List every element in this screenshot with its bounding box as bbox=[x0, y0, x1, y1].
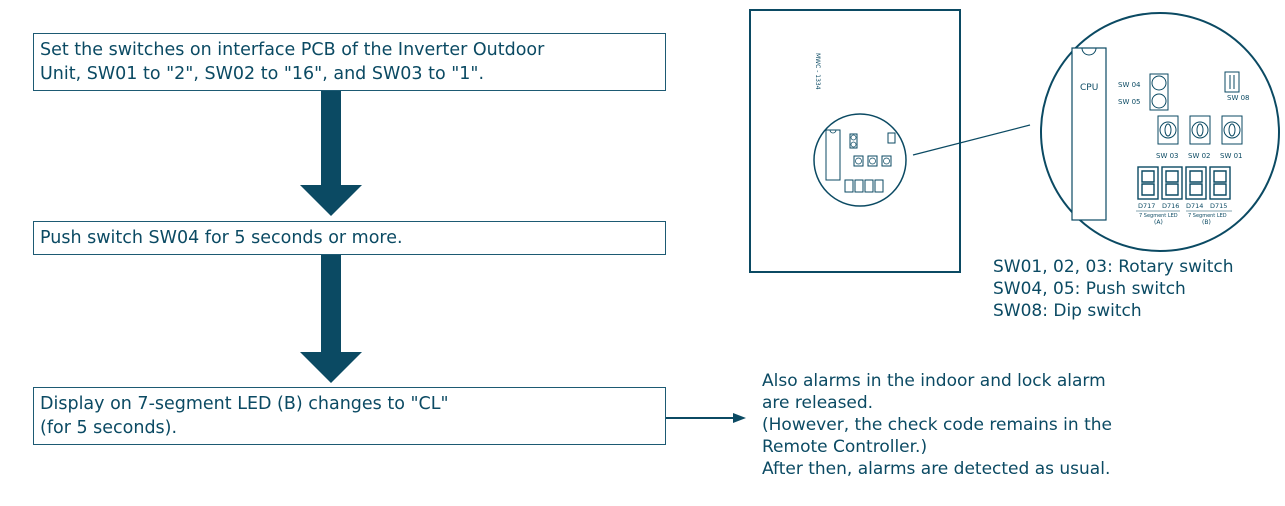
dip-switch bbox=[1224, 71, 1240, 93]
step1-line1: Set the switches on interface PCB of the… bbox=[40, 40, 545, 60]
sw04-label: SW 04 bbox=[1118, 81, 1141, 89]
legend-line-2: SW04, 05: Push switch bbox=[993, 279, 1186, 299]
step2-text: Push switch SW04 for 5 seconds or more. bbox=[40, 228, 403, 248]
push-switches bbox=[1149, 73, 1169, 111]
sw03-label: SW 03 bbox=[1156, 152, 1179, 160]
step-display-cl-box: Display on 7-segment LED (B) changes to … bbox=[33, 387, 666, 445]
note-line-4: Remote Controller.) bbox=[762, 437, 928, 457]
down-arrow-2 bbox=[300, 255, 362, 383]
small-detail-circle bbox=[813, 113, 907, 207]
note-line-3: (However, the check code remains in the bbox=[762, 415, 1112, 435]
note-line-1: Also alarms in the indoor and lock alarm bbox=[762, 371, 1106, 391]
sw05-label: SW 05 bbox=[1118, 98, 1141, 106]
legend-line-3: SW08: Dip switch bbox=[993, 301, 1142, 321]
led-a-label: 7 Segment LED bbox=[1139, 213, 1178, 219]
led-b-label: 7 Segment LED bbox=[1188, 213, 1227, 219]
switch-legend: SW01, 02, 03: Rotary switch SW04, 05: Pu… bbox=[993, 256, 1234, 322]
step-push-sw04-box: Push switch SW04 for 5 seconds or more. bbox=[33, 221, 666, 255]
sw08-label: SW 08 bbox=[1227, 94, 1250, 102]
alarm-release-note: Also alarms in the indoor and lock alarm… bbox=[762, 370, 1112, 480]
step3-line1: Display on 7-segment LED (B) changes to … bbox=[40, 394, 449, 414]
note-line-2: are released. bbox=[762, 393, 874, 413]
d714-label: D714 bbox=[1186, 202, 1203, 210]
cpu-label: CPU bbox=[1080, 83, 1098, 93]
d716-label: D716 bbox=[1162, 202, 1179, 210]
led-a-tag: (A) bbox=[1154, 219, 1163, 226]
cpu-chip bbox=[1071, 47, 1107, 221]
d715-label: D715 bbox=[1210, 202, 1227, 210]
pcb-part-number: MWC - 1334 bbox=[814, 53, 821, 90]
legend-line-1: SW01, 02, 03: Rotary switch bbox=[993, 257, 1234, 277]
step3-line2: (for 5 seconds). bbox=[40, 418, 178, 438]
seven-segment-digits bbox=[1137, 166, 1231, 200]
down-arrow-1 bbox=[300, 91, 362, 216]
sw01-label: SW 01 bbox=[1220, 152, 1243, 160]
led-b-tag: (B) bbox=[1202, 219, 1211, 226]
right-arrow bbox=[666, 413, 746, 423]
large-detail-circle: CPU SW 04 SW 05 SW 08 SW 03 bbox=[1040, 12, 1280, 252]
rotary-switches bbox=[1157, 115, 1243, 145]
sw02-label: SW 02 bbox=[1188, 152, 1211, 160]
d717-label: D717 bbox=[1138, 202, 1155, 210]
zoom-leader-line bbox=[912, 124, 1031, 156]
step1-line2: Unit, SW01 to "2", SW02 to "16", and SW0… bbox=[40, 64, 485, 84]
step-set-switches-box: Set the switches on interface PCB of the… bbox=[33, 33, 666, 91]
note-line-5: After then, alarms are detected as usual… bbox=[762, 459, 1111, 479]
